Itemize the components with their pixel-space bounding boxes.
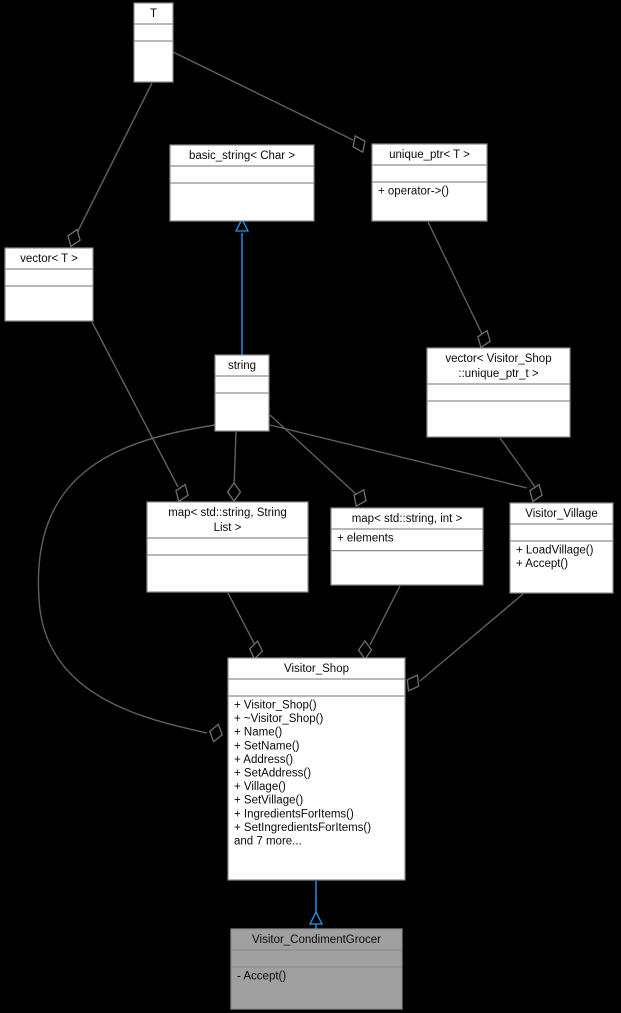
class-method: and 7 more... [234,836,302,848]
node-body[interactable] [230,928,403,1010]
class-title: basic_string< Char > [189,150,295,162]
class-method: + Visitor_Shop() [234,700,317,712]
class-method: + operator->() [378,186,449,198]
triangle-shape [308,910,324,925]
diamond-shape [406,674,420,692]
inheritance-arrows-layer [234,217,324,925]
edge-unique_ptr-to-vector_vs_uptr [427,221,484,337]
class-method: + Accept() [516,558,568,570]
class-node-string[interactable]: string [214,354,270,432]
node-body[interactable] [227,657,406,881]
diamond-shape [353,488,367,508]
aggregation-diamond [67,228,81,248]
class-method: - Accept() [237,971,286,983]
aggregation-diamond [352,134,366,154]
diamond-shape [226,481,242,503]
class-title: Visitor_Shop [284,663,349,675]
class-method: + IngredientsForItems() [234,808,354,820]
node-body[interactable] [426,347,571,438]
node-body[interactable] [509,502,614,594]
node-body[interactable] [330,507,484,586]
aggregation-diamond [208,723,224,743]
diamond-shape [529,483,543,503]
class-node-visitor_village[interactable]: Visitor_Village + LoadVillage()+ Accept() [509,502,614,594]
class-node-vector_vs_uptr[interactable]: vector< Visitor_Shop::unique_ptr_t > [426,347,571,438]
class-attribute: + elements [337,533,394,545]
aggregation-diamond [406,674,420,692]
diamond-shape [357,639,373,661]
aggregation-diamond [248,640,264,660]
diamond-shape [67,228,81,248]
class-method: + Name() [234,727,282,739]
aggregation-diamond [226,481,242,503]
edge-t-to-vector_t [74,82,153,238]
edge-string-to-map_int [269,414,358,496]
node-body[interactable] [133,2,174,83]
inheritance-arrow [234,217,250,232]
edge-string-to-visitor_village [269,424,528,489]
class-node-t[interactable]: T [133,2,174,83]
aggregation-diamond [175,483,189,503]
node-body[interactable] [4,247,94,322]
class-method: + Address() [234,754,293,766]
class-method: + SetAddress() [234,768,311,780]
class-title: map< std::string, int > [352,513,463,525]
aggregation-diamonds-layer [67,134,543,743]
aggregation-diamond [357,639,373,661]
class-method: + SetName() [234,740,300,752]
edge-vector_t-to-map_stringlist [91,321,179,488]
class-node-map_int[interactable]: map< std::string, int >+ elements [330,507,484,586]
edge-visitor_village-to-visitor_shop [419,593,524,682]
class-node-visitor_shop[interactable]: Visitor_Shop + Visitor_Shop()+ ~Visitor_S… [227,657,406,881]
class-title: Visitor_Village [525,508,597,520]
class-title: vector< T > [20,253,78,265]
aggregation-diamond [353,488,367,508]
class-title: List > [214,522,242,534]
diamond-shape [175,483,189,503]
class-node-unique_ptr[interactable]: unique_ptr< T > + operator->() [371,143,488,222]
class-method: + Village() [234,781,286,793]
diamond-shape [477,329,491,349]
edge-map_int-to-visitor_shop [369,585,401,646]
aggregation-diamond [529,483,543,503]
class-node-basic_string[interactable]: basic_string< Char > [169,144,315,222]
node-body[interactable] [146,501,309,593]
class-node-vector_t[interactable]: vector< T > [4,247,94,322]
class-title: ::unique_ptr_t > [458,368,539,380]
edge-map_stringlist-to-visitor_shop [227,592,256,646]
class-title: string [228,360,256,372]
edges-layer [37,51,539,929]
triangle-shape [234,217,250,232]
class-title: unique_ptr< T > [389,149,470,161]
diamond-shape [352,134,366,154]
class-method: + SetIngredientsForItems() [234,822,371,834]
class-title: vector< Visitor_Shop [445,353,551,365]
edge-string-to-map_stringlist [233,431,237,488]
edge-string-to-visitor_shop [37,424,216,734]
class-title: Visitor_CondimentGrocer [252,934,381,946]
class-method: + ~Visitor_Shop() [234,713,323,725]
class-method: + SetVillage() [234,795,303,807]
diamond-shape [208,723,224,743]
diamond-shape [248,640,264,660]
class-node-visitor_condimentgrocer[interactable]: Visitor_CondimentGrocer - Accept() [230,928,403,1010]
class-method: + LoadVillage() [516,545,594,557]
class-title: T [150,8,157,20]
edge-t-to-unique_ptr [172,51,354,141]
inheritance-arrow [308,910,324,925]
class-title: map< std::string, String [168,507,287,519]
aggregation-diamond [477,329,491,349]
edge-vector_vs_uptr-to-visitor_village [499,437,539,492]
